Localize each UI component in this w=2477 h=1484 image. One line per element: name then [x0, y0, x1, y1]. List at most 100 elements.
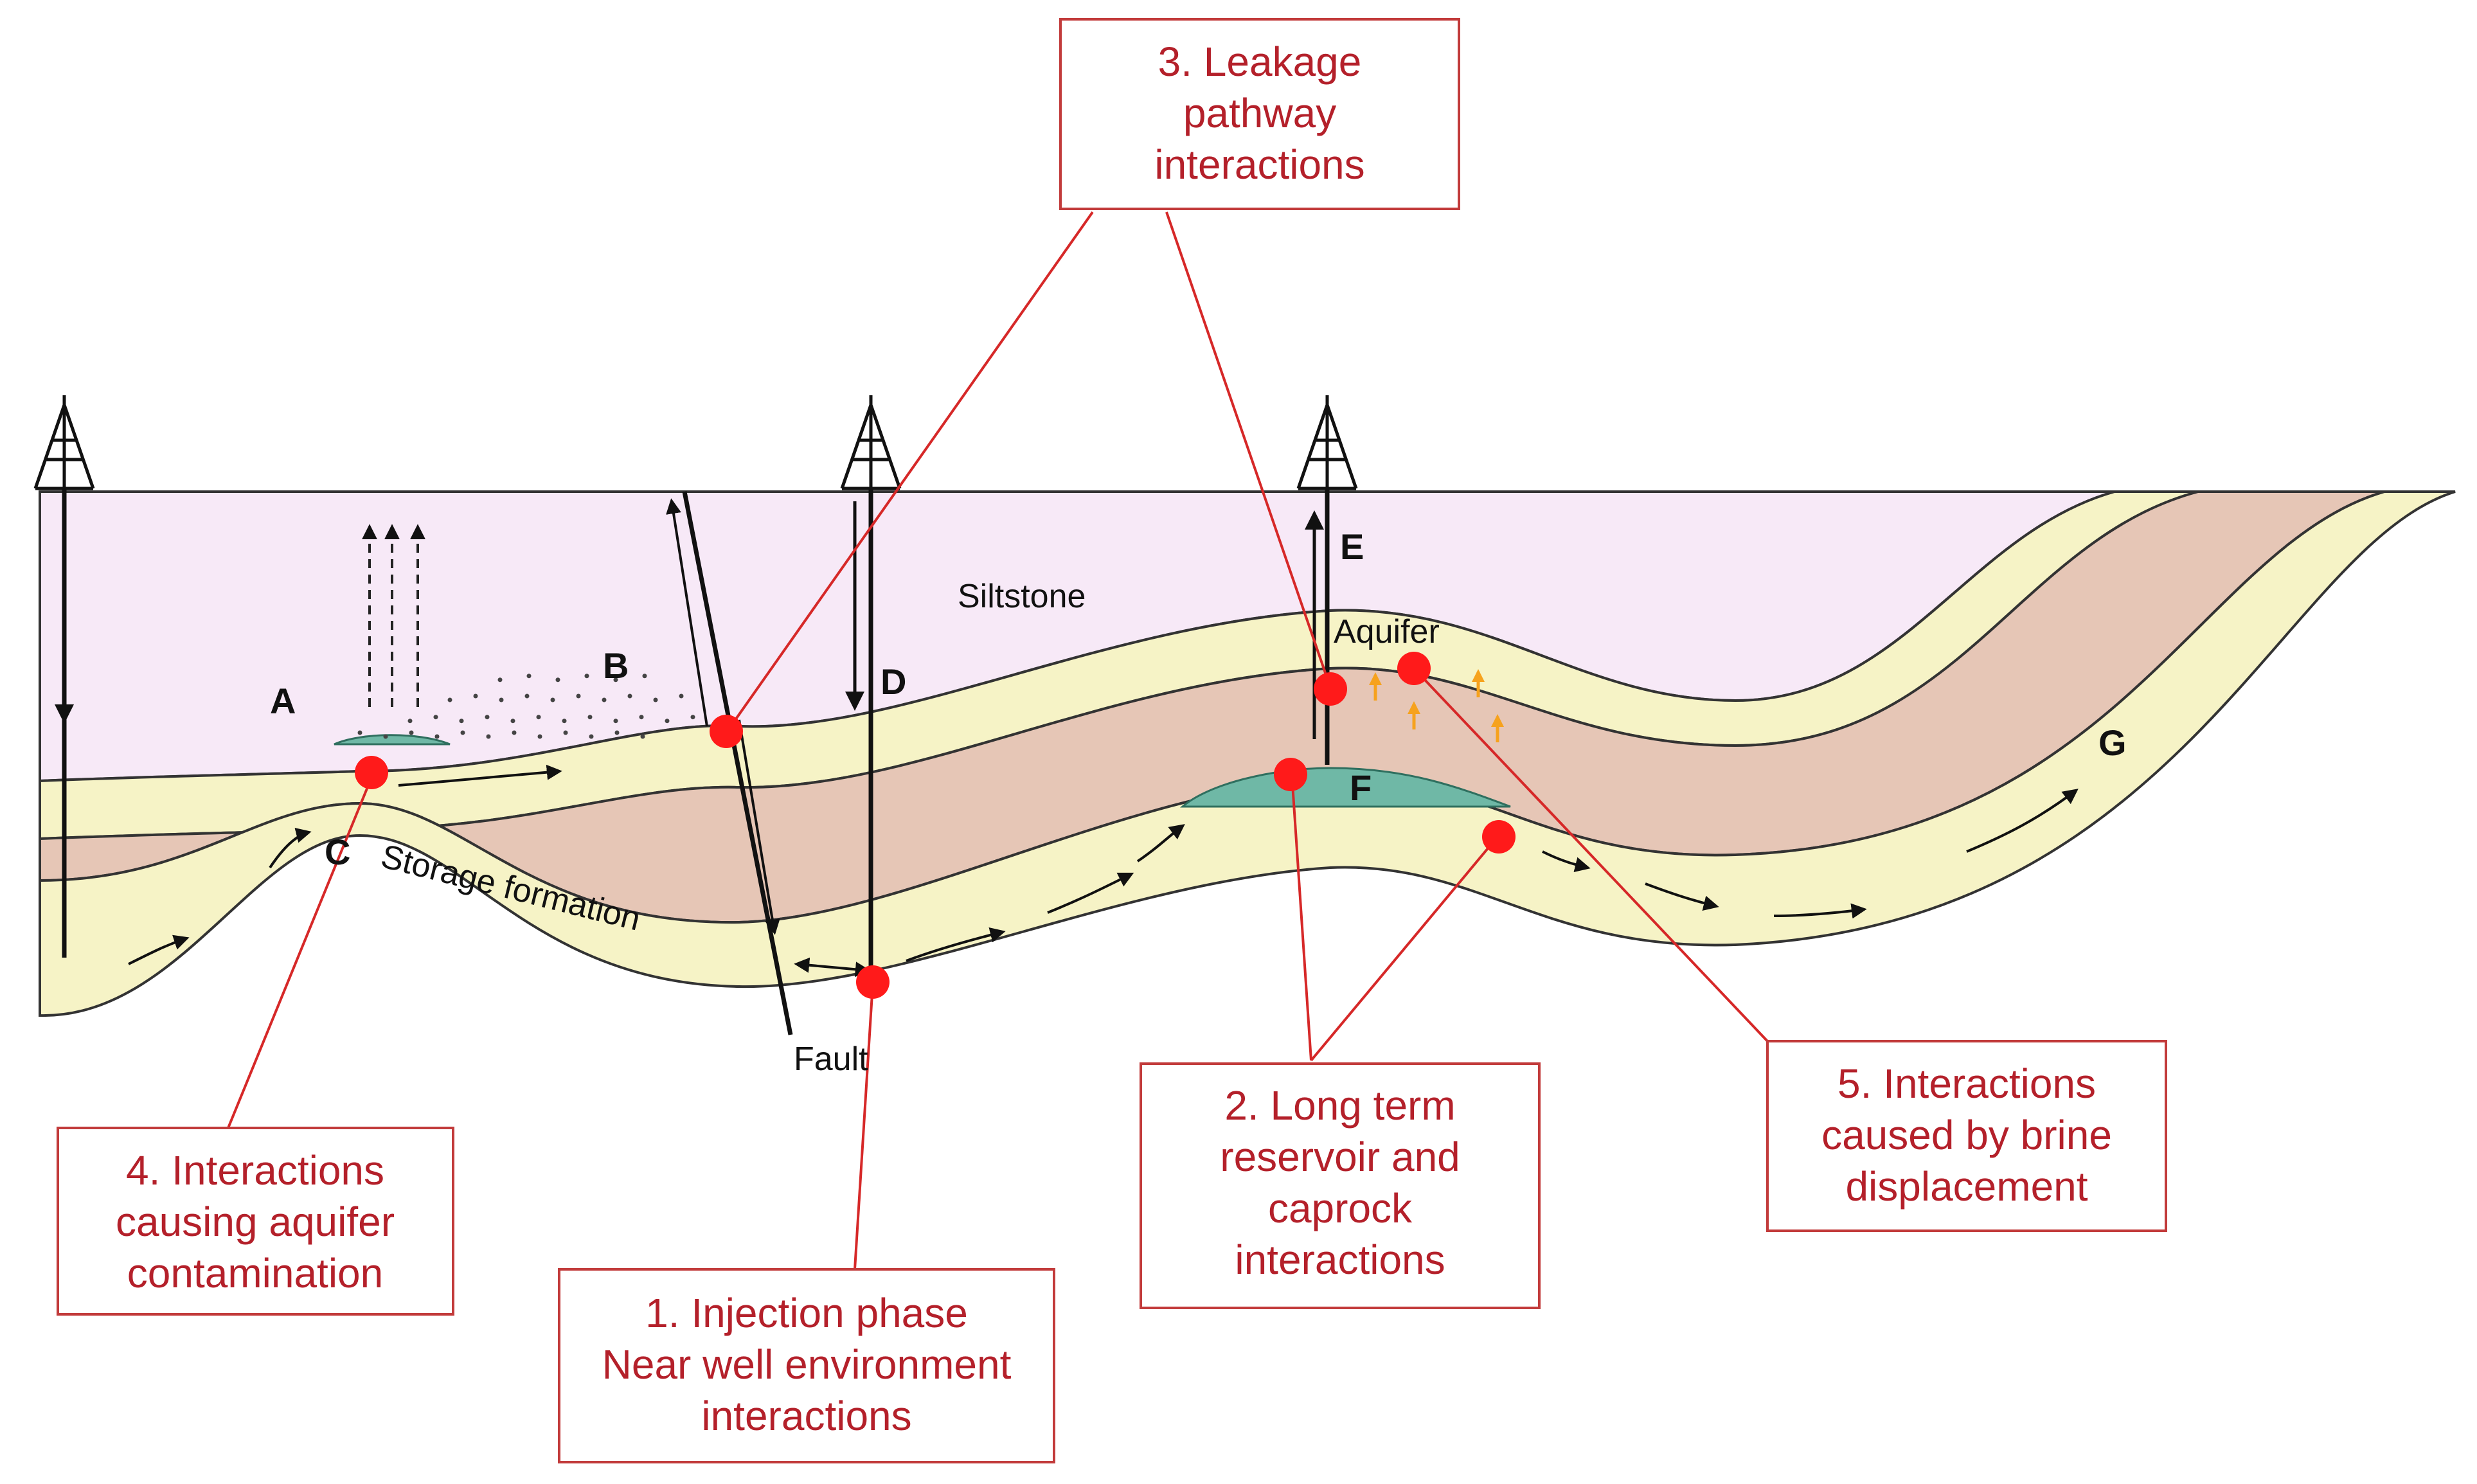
flow-arrow-low-2: [906, 927, 1006, 962]
red-dot-marker: [856, 965, 890, 999]
leakage-dot: [550, 697, 555, 702]
red-dot-marker: [1482, 820, 1516, 854]
callout-5-box: [1766, 1040, 2167, 1232]
leakage-dot: [357, 730, 362, 735]
callout-2-box: [1140, 1062, 1541, 1309]
point-label-f: F: [1350, 767, 1372, 808]
oil-derrick-icon: [33, 395, 95, 490]
oil-derrick-icon: [840, 395, 902, 490]
leakage-dot: [473, 693, 478, 699]
leakage-dot: [602, 697, 607, 702]
callout-4-line2: causing aquifer: [116, 1199, 395, 1245]
leakage-dot: [563, 730, 568, 735]
callout-2-long-term: 2. Long term reservoir and caprock inter…: [1140, 1062, 1541, 1309]
point-label-b: B: [603, 645, 629, 686]
leakage-dot: [499, 697, 504, 702]
callout-1-box: [558, 1268, 1055, 1463]
leakage-dot: [536, 715, 541, 720]
leakage-dot: [497, 677, 503, 683]
leakage-dots: [357, 674, 695, 739]
callout-4-line3: contamination: [127, 1250, 383, 1296]
fault-arrow-down: [738, 719, 780, 935]
flow-arrow-aquifer-1: [398, 764, 562, 787]
leakage-dot: [613, 719, 618, 724]
leakage-dot: [584, 674, 589, 679]
callout-5-line1: 5. Interactions: [1838, 1060, 2096, 1107]
red-dot-marker: [1314, 672, 1347, 706]
leakage-dot: [512, 730, 517, 735]
flow-arrow-low-1: [128, 934, 190, 965]
leakage-dot: [679, 693, 684, 699]
callout-2-line4: interactions: [1235, 1237, 1445, 1283]
leakage-dot: [653, 697, 658, 702]
callout-4-box: [57, 1127, 454, 1316]
leakage-dot: [555, 677, 560, 683]
leakage-dot: [460, 730, 465, 735]
connector-3-left: [725, 211, 1094, 734]
leakage-dot: [576, 693, 581, 699]
flow-arrow-low-4: [1136, 824, 1185, 863]
connector-2-left: [1291, 774, 1312, 1061]
point-label-a: A: [270, 681, 296, 721]
red-dot-marker: [1397, 652, 1431, 685]
callout-5-line2: caused by brine: [1821, 1112, 2112, 1158]
co2-plume-f: [1180, 767, 1511, 808]
red-dot-marker: [710, 715, 743, 748]
leakage-dot: [447, 697, 452, 702]
co2-plume-a: [334, 734, 451, 746]
red-dot-marker: [355, 756, 388, 789]
flow-arrow-bidir: [794, 957, 871, 978]
callout-1-line2: Near well environment: [602, 1341, 1012, 1388]
storage-formation-layer: [39, 490, 2456, 1017]
callout-2-line2: reservoir and: [1220, 1134, 1460, 1180]
connector-2-right: [1310, 836, 1499, 1062]
leakage-dot: [613, 677, 618, 683]
callout-5-brine: 5. Interactions caused by brine displace…: [1766, 1040, 2167, 1232]
leakage-dot: [665, 719, 670, 724]
connector-4: [227, 774, 374, 1129]
leakage-dot: [485, 715, 490, 720]
callout-3-line3: interactions: [1154, 141, 1364, 188]
flow-arrow-low-6: [1645, 882, 1719, 911]
leakage-dot: [562, 719, 567, 724]
callout-3-line2: pathway: [1183, 90, 1336, 136]
flow-arrow-low-7: [1773, 903, 1867, 919]
connector-5: [1413, 667, 1769, 1042]
leakage-dot: [587, 715, 593, 720]
callout-1-injection: 1. Injection phase Near well environment…: [558, 1268, 1055, 1463]
connector-3-right: [1165, 211, 1332, 688]
callout-2-line3: caprock: [1268, 1185, 1413, 1231]
leakage-dot: [486, 734, 491, 739]
callout-1-line3: interactions: [701, 1393, 911, 1439]
leakage-dot: [526, 674, 532, 679]
leakage-dot: [537, 734, 542, 739]
leakage-dot: [459, 719, 464, 724]
leakage-dot: [614, 730, 620, 735]
oil-derrick-icon: [1296, 395, 1358, 490]
label-fault: Fault: [794, 1041, 868, 1078]
flow-arrow-low-8: [1966, 789, 2079, 853]
point-label-e: E: [1340, 526, 1364, 567]
callout-4-aquifer-contamination: 4. Interactions causing aquifer contamin…: [57, 1127, 454, 1316]
callout-1-line1: 1. Injection phase: [645, 1290, 968, 1336]
fault-line: [682, 491, 793, 1035]
leakage-dot: [510, 719, 515, 724]
point-label-d: D: [881, 661, 906, 702]
callout-2-line1: 2. Long term: [1224, 1082, 1455, 1129]
leakage-dot: [524, 693, 530, 699]
callout-3-leakage: 3. Leakage pathway interactions: [1059, 18, 1460, 210]
label-aquifer: Aquifer: [1334, 613, 1440, 650]
leakage-dot: [690, 715, 695, 720]
leakage-dot: [407, 719, 413, 724]
leakage-dot: [640, 734, 645, 739]
callout-3-box: [1059, 18, 1460, 210]
leakage-dot: [409, 730, 414, 735]
connector-1: [854, 983, 874, 1270]
leakage-dot: [639, 715, 644, 720]
fault-arrow-up: [666, 498, 708, 727]
leakage-dot: [383, 734, 388, 739]
label-siltstone: Siltstone: [958, 578, 1086, 615]
callout-4-line1: 4. Interactions: [126, 1147, 384, 1193]
red-dot-marker: [1274, 758, 1307, 791]
